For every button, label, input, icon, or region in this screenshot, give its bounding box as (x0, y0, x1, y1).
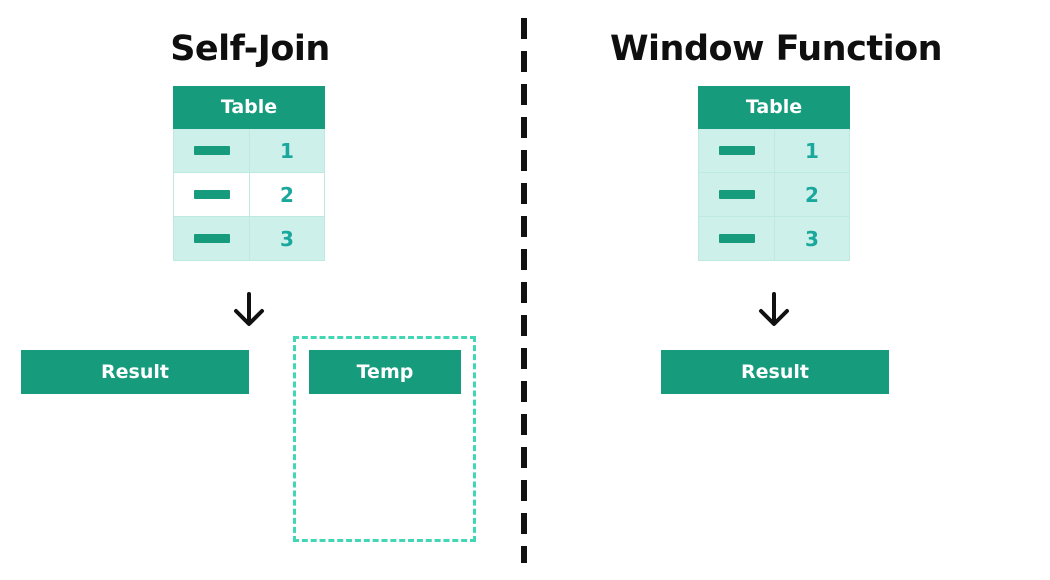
dash-cell (699, 129, 775, 172)
dash-cell (699, 217, 775, 260)
dash-marker (718, 234, 755, 243)
table-header: Table (173, 86, 325, 129)
table-row: 2 (173, 173, 325, 217)
row-number: 3 (805, 226, 819, 251)
dash-cell (174, 217, 250, 260)
dash-cell (174, 173, 250, 216)
row-number: 2 (805, 182, 819, 207)
row-number: 1 (280, 138, 294, 163)
table-row: 1 (173, 129, 325, 173)
center-divider (521, 18, 527, 563)
dash-marker (193, 190, 230, 199)
window-function-table: Table 1 2 3 (698, 86, 850, 261)
table-row: 3 (698, 217, 850, 261)
window-function-result-bar: Result (661, 350, 889, 394)
window-function-title: Window Function (609, 29, 943, 69)
dash-marker (193, 234, 230, 243)
down-arrow-icon (759, 292, 789, 326)
self-join-result-bar: Result (21, 350, 249, 394)
table-row: 1 (698, 129, 850, 173)
self-join-table: Table 1 2 3 (173, 86, 325, 261)
table-header: Table (698, 86, 850, 129)
temp-bar: Temp (309, 350, 461, 394)
dash-marker (718, 190, 755, 199)
row-number: 3 (280, 226, 294, 251)
dash-marker (718, 146, 755, 155)
table-row: 3 (173, 217, 325, 261)
self-join-title: Self-Join (170, 29, 330, 69)
table-row: 2 (698, 173, 850, 217)
dash-cell (174, 129, 250, 172)
dash-cell (699, 173, 775, 216)
row-number: 2 (280, 182, 294, 207)
dash-marker (193, 146, 230, 155)
down-arrow-icon (234, 292, 264, 326)
row-number: 1 (805, 138, 819, 163)
temp-dashed-box (293, 336, 476, 542)
